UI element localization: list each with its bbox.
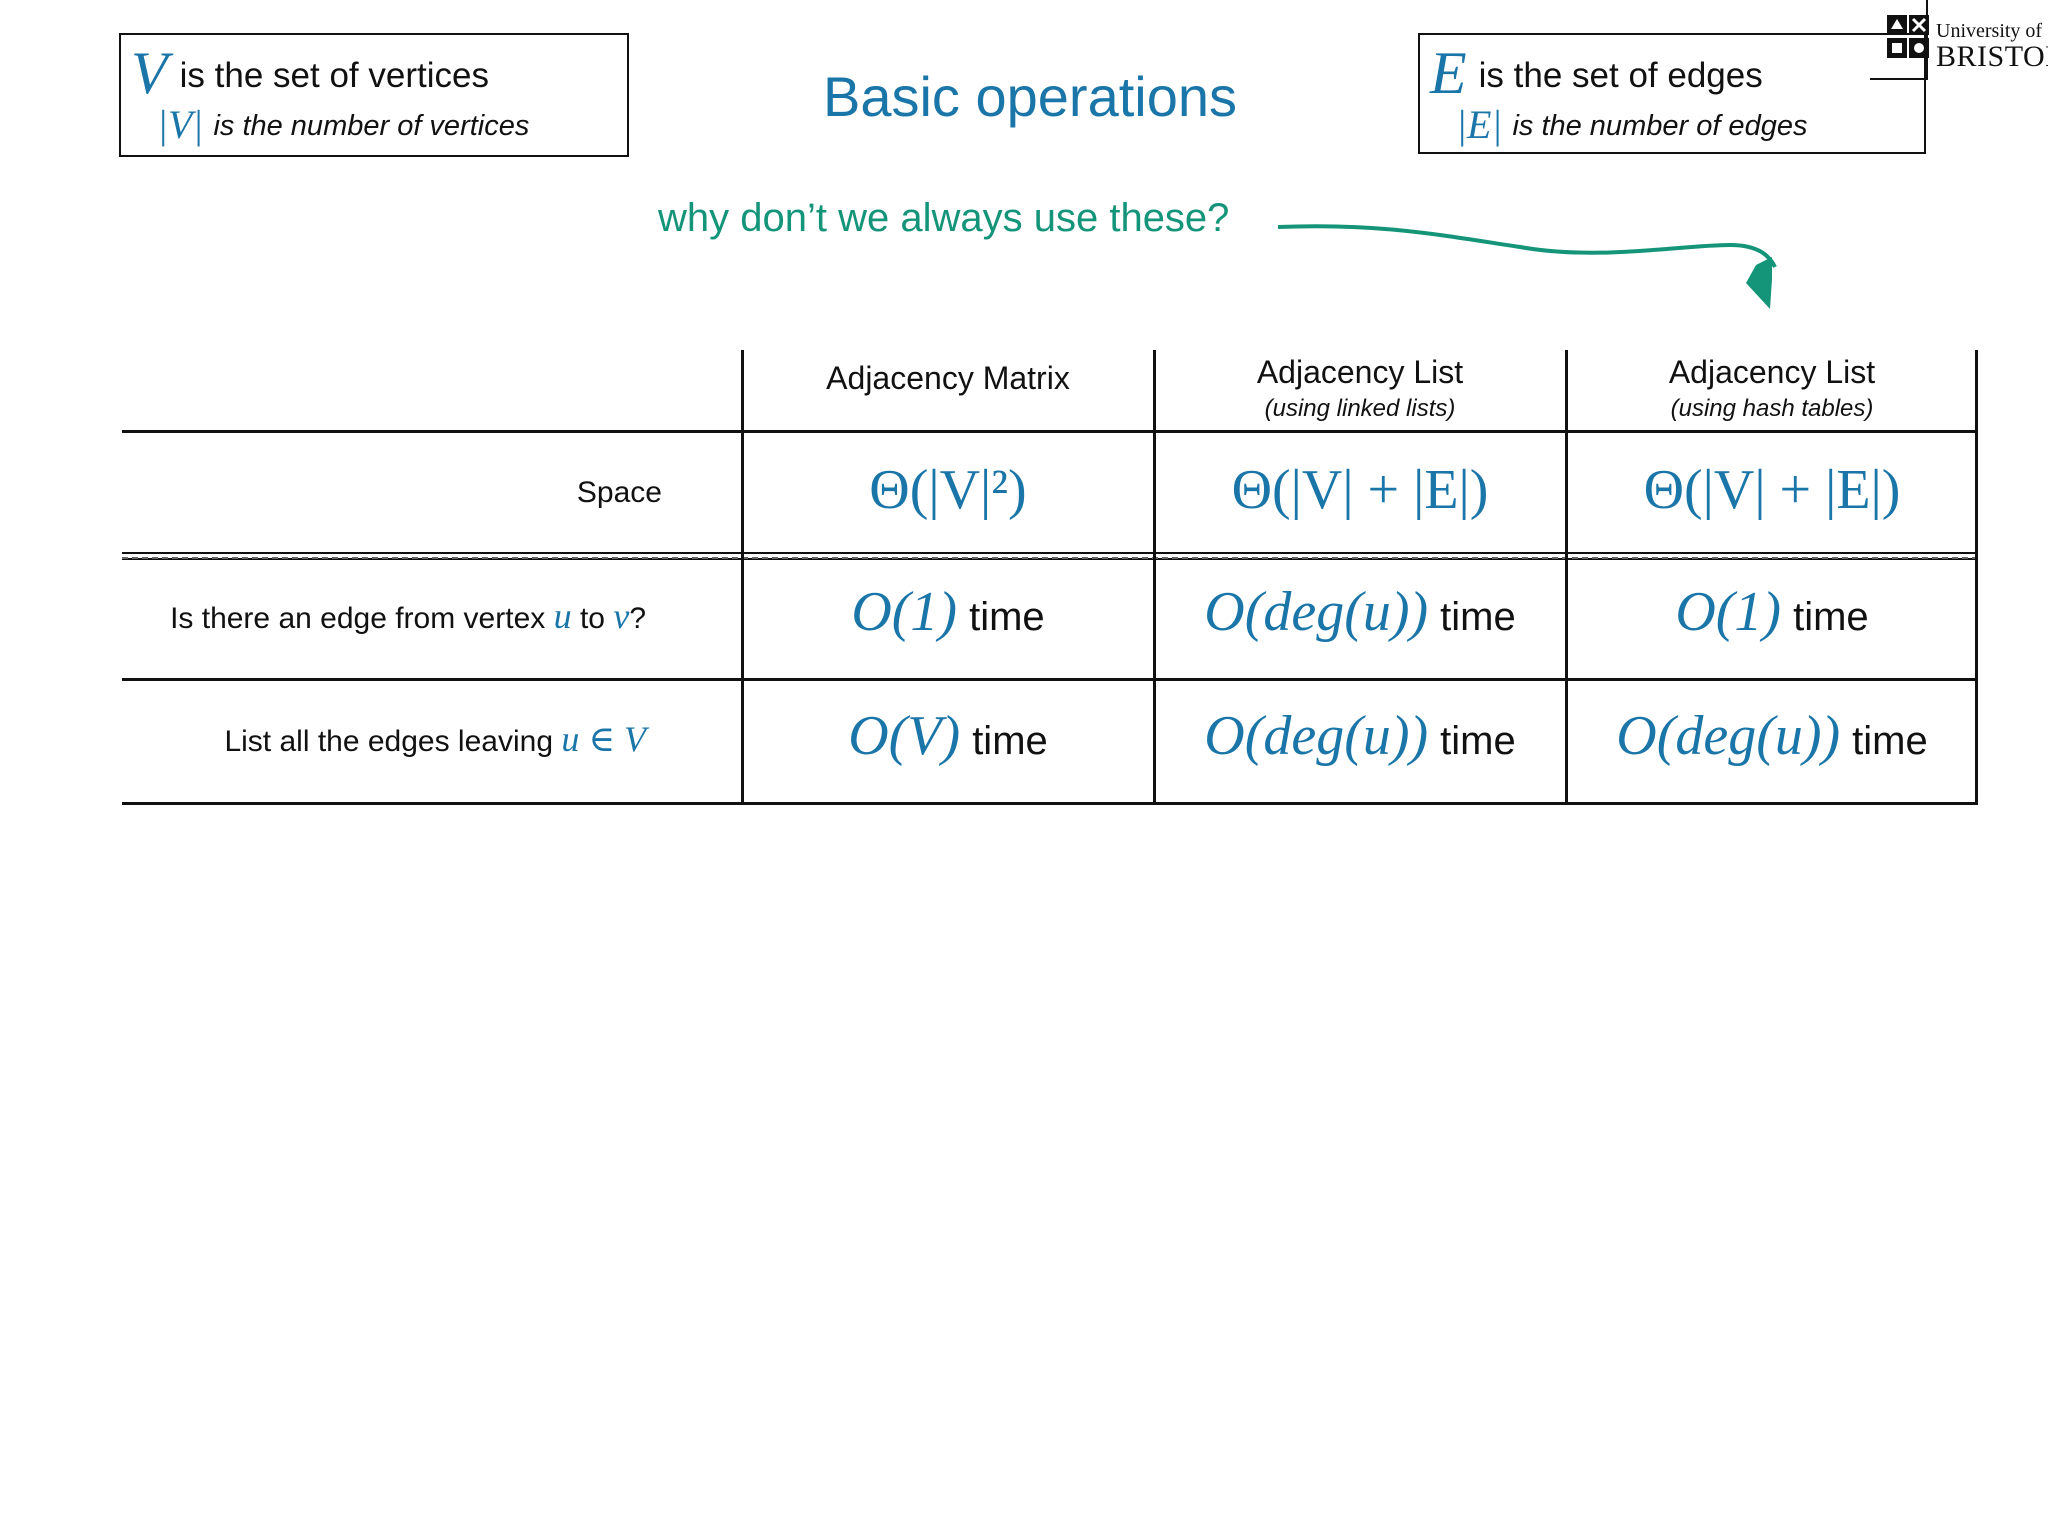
operations-table: Adjacency Matrix Adjacency List (using l…: [122, 350, 1978, 805]
complexity-expression: Θ(|V| + |E|): [1231, 459, 1489, 521]
dashed-rule: [122, 557, 1978, 559]
slide-title: Basic operations: [822, 65, 1237, 128]
row-header-text: List all the edges leaving: [224, 725, 554, 758]
row-header-list-edges: List all the edges leaving u ∈ V: [224, 718, 646, 760]
column-header-sublabel: (using hash tables): [1670, 395, 1874, 422]
cell-space-matrix: Θ(|V|²): [742, 458, 1154, 522]
cell-space-linked: Θ(|V| + |E|): [1154, 458, 1566, 522]
complexity-expression: O(deg(u)): [1616, 705, 1841, 767]
row-header-variable: u: [553, 596, 572, 636]
column-rule: [1975, 350, 1978, 805]
complexity-expression: O(deg(u)): [1204, 581, 1429, 643]
university-logo: University of BRISTOL: [1880, 10, 2048, 84]
edge-set-text: is the set of edges: [1478, 56, 1763, 95]
double-rule: [122, 552, 1978, 560]
row-rule: [122, 678, 1978, 681]
column-header-sublabel: (using linked lists): [1264, 395, 1456, 422]
row-header-edge-query: Is there an edge from vertex u to v?: [170, 595, 646, 637]
column-rule: [1565, 350, 1568, 805]
column-header-label: Adjacency Matrix: [826, 360, 1070, 396]
complexity-expression: O(1): [1675, 581, 1782, 643]
cell-query-matrix: O(1)time: [742, 580, 1154, 644]
column-header-label: Adjacency List: [1256, 354, 1464, 390]
vertex-count-text: is the number of vertices: [213, 110, 530, 142]
row-header-text: to: [579, 602, 605, 635]
column-rule: [741, 350, 744, 805]
edge-set-symbol: E: [1430, 40, 1467, 106]
row-header-text: Is there an edge from vertex: [170, 602, 546, 635]
crest-icon: [1887, 15, 1929, 58]
vertex-count-definition: |V| is the number of vertices: [157, 101, 529, 148]
complexity-expression: O(V): [848, 705, 961, 767]
question-annotation: why don’t we always use these?: [658, 196, 1230, 240]
column-header-adjacency-list-hash: Adjacency List (using hash tables): [1566, 354, 1978, 423]
logo-text-line1: University of: [1936, 20, 2043, 42]
complexity-expression: O(deg(u)): [1204, 705, 1429, 767]
complexity-expression: Θ(|V|²): [869, 459, 1027, 521]
complexity-expression: Θ(|V| + |E|): [1643, 459, 1901, 521]
column-rule: [1153, 350, 1156, 805]
column-header-label: Adjacency List: [1668, 354, 1876, 390]
complexity-unit: time: [1440, 595, 1516, 639]
edge-count-definition: |E| is the number of edges: [1456, 101, 1807, 148]
column-header-adjacency-list-linked: Adjacency List (using linked lists): [1154, 354, 1566, 423]
edge-count-text: is the number of edges: [1512, 110, 1808, 142]
vertex-set-text: is the set of vertices: [179, 56, 489, 95]
complexity-unit: time: [1852, 719, 1928, 763]
complexity-unit: time: [969, 595, 1045, 639]
row-header-text: ?: [629, 602, 646, 635]
complexity-expression: O(1): [851, 581, 958, 643]
cell-query-linked: O(deg(u))time: [1154, 580, 1566, 644]
cell-list-linked: O(deg(u))time: [1154, 704, 1566, 768]
cell-list-hash: O(deg(u))time: [1566, 704, 1978, 768]
complexity-unit: time: [972, 719, 1048, 763]
complexity-unit: time: [1793, 595, 1869, 639]
logo-text-line2: BRISTOL: [1936, 40, 2048, 73]
bottom-rule: [122, 802, 1978, 805]
cell-query-hash: O(1)time: [1566, 580, 1978, 644]
vertex-count-symbol: |V|: [157, 102, 204, 147]
header-rule: [122, 430, 1978, 433]
curved-arrow-icon: [1277, 224, 1777, 309]
row-header-variable: v: [613, 596, 630, 636]
edge-count-symbol: |E|: [1456, 102, 1503, 147]
complexity-unit: time: [1440, 719, 1516, 763]
column-header-adjacency-matrix: Adjacency Matrix: [742, 360, 1154, 401]
row-header-variable: u ∈ V: [561, 719, 646, 759]
cell-list-matrix: O(V)time: [742, 704, 1154, 768]
vertex-set-symbol: V: [131, 40, 168, 106]
row-header-space: Space: [576, 476, 662, 509]
cell-space-hash: Θ(|V| + |E|): [1566, 458, 1978, 522]
